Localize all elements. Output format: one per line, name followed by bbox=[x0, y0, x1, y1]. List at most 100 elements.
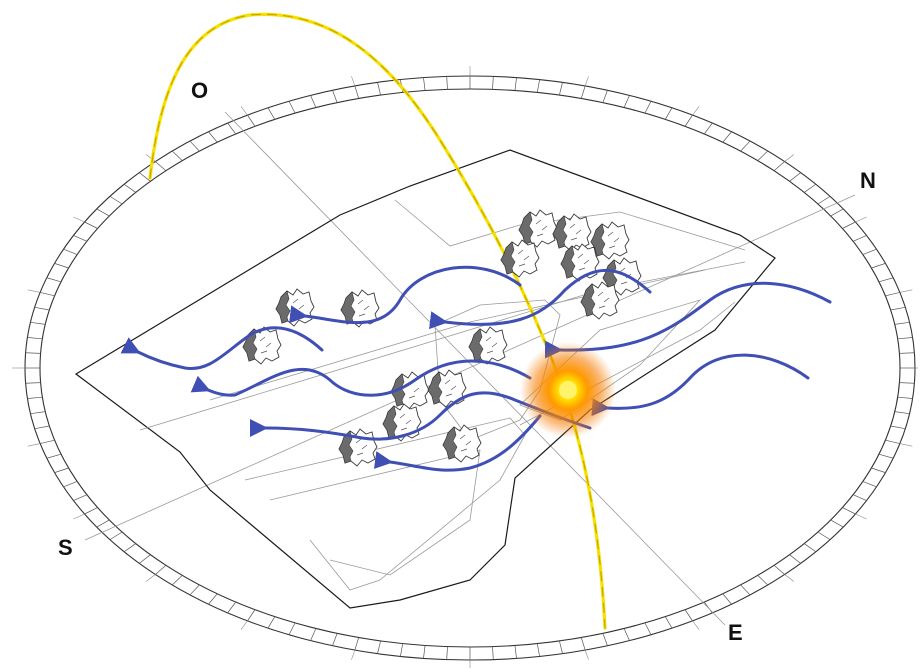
compass-tick bbox=[817, 531, 831, 540]
compass-tick bbox=[155, 565, 167, 575]
compass-major-tick bbox=[584, 76, 589, 87]
compass-tick bbox=[25, 382, 41, 384]
compass-tick bbox=[684, 114, 693, 127]
west-east-axis bbox=[224, 111, 726, 626]
site-boundary bbox=[74, 149, 776, 609]
compass-tick bbox=[890, 306, 906, 311]
compass-tick bbox=[171, 150, 183, 161]
compass-tick bbox=[897, 337, 913, 340]
compass-tick bbox=[817, 196, 831, 205]
compass-tick bbox=[789, 554, 801, 564]
compass-major-tick bbox=[27, 289, 41, 293]
compass-tick bbox=[96, 208, 110, 217]
compass-tick bbox=[34, 425, 50, 430]
compass-tick bbox=[871, 467, 886, 473]
compass-tick bbox=[46, 453, 62, 459]
sun-icon bbox=[520, 342, 616, 438]
wind-arrow-icon bbox=[591, 353, 810, 417]
compass-major-tick bbox=[73, 216, 85, 223]
compass-tick bbox=[446, 76, 448, 90]
compass-tick bbox=[803, 543, 817, 553]
south-north-axis bbox=[84, 194, 856, 541]
compass-tick bbox=[247, 609, 256, 622]
sun-path bbox=[148, 12, 607, 630]
compass-tick bbox=[757, 150, 769, 161]
compass-tick bbox=[492, 646, 494, 660]
compass-major-tick bbox=[784, 154, 795, 162]
compass-tick bbox=[30, 411, 46, 415]
compass-tick bbox=[722, 593, 732, 605]
compass-tick bbox=[644, 622, 652, 635]
compass-tick bbox=[536, 79, 540, 93]
compass-tick bbox=[773, 161, 785, 171]
compass-tick bbox=[514, 77, 517, 91]
compass-tick bbox=[84, 221, 98, 229]
compass-tick bbox=[377, 640, 381, 654]
compass-tick bbox=[602, 633, 608, 646]
compass-tick bbox=[890, 425, 906, 430]
compass-tick bbox=[664, 616, 673, 629]
tree-icon bbox=[560, 243, 600, 282]
compass-tick bbox=[878, 277, 894, 283]
compass-tick bbox=[878, 453, 894, 459]
compass-tick bbox=[34, 306, 50, 311]
wind-arrow-icon bbox=[190, 359, 532, 397]
compass-tick bbox=[354, 85, 360, 99]
compass-tick bbox=[559, 82, 563, 96]
compass-tick bbox=[830, 208, 844, 217]
compass-tick bbox=[227, 122, 237, 135]
compass-tick bbox=[722, 131, 732, 143]
compass-tick bbox=[602, 90, 608, 103]
compass-tick bbox=[247, 114, 256, 127]
compass-label-east: E bbox=[728, 620, 743, 645]
compass-major-tick bbox=[240, 106, 248, 116]
compass-tick bbox=[171, 575, 183, 586]
inner-road-1 bbox=[394, 199, 746, 251]
compass-tick bbox=[123, 543, 137, 553]
compass-ticks bbox=[12, 66, 918, 668]
tree-icon bbox=[442, 424, 482, 463]
compass-tick bbox=[332, 90, 338, 103]
compass-tick bbox=[740, 584, 751, 596]
compass-tick bbox=[27, 337, 43, 340]
wind-arrow-icon bbox=[120, 326, 324, 370]
wind-arrow-icon bbox=[429, 268, 652, 330]
compass-tick bbox=[208, 593, 218, 605]
compass-tick bbox=[109, 531, 123, 540]
site-plan bbox=[74, 149, 776, 609]
compass-tick bbox=[740, 140, 751, 152]
compass-major-tick bbox=[784, 574, 795, 582]
compass-tick bbox=[310, 95, 317, 108]
wind-arrow-icon bbox=[289, 265, 522, 325]
compass-tick bbox=[852, 494, 867, 501]
compass-major-tick bbox=[692, 620, 700, 630]
compass-tick bbox=[862, 481, 877, 488]
compass-tick bbox=[189, 140, 200, 152]
compass-tick bbox=[862, 248, 877, 255]
compass-major-tick bbox=[899, 289, 913, 293]
compass-tick bbox=[894, 411, 910, 415]
compass-tick bbox=[189, 584, 200, 596]
wind-arrow-icon bbox=[544, 281, 832, 359]
compass-tick bbox=[354, 637, 360, 651]
compass-tick bbox=[423, 77, 426, 91]
inner-plot-lower bbox=[244, 417, 526, 591]
compass-tick bbox=[842, 221, 856, 229]
compass-tick bbox=[514, 645, 517, 659]
compass-tick bbox=[332, 633, 338, 646]
compass-major-tick bbox=[73, 513, 85, 520]
compass-tick bbox=[757, 575, 769, 586]
compass-tick bbox=[897, 396, 913, 399]
compass-tick bbox=[40, 292, 55, 297]
tree-icon bbox=[552, 213, 592, 252]
tree-icon bbox=[500, 239, 540, 278]
compass-tick bbox=[446, 646, 448, 660]
compass-tick bbox=[310, 628, 317, 641]
compass-tick bbox=[871, 263, 886, 269]
compass-tick bbox=[664, 107, 673, 120]
compass-tick bbox=[773, 565, 785, 575]
compass-tick bbox=[139, 172, 151, 182]
compass-major-tick bbox=[692, 106, 700, 116]
compass-tick bbox=[803, 183, 817, 193]
